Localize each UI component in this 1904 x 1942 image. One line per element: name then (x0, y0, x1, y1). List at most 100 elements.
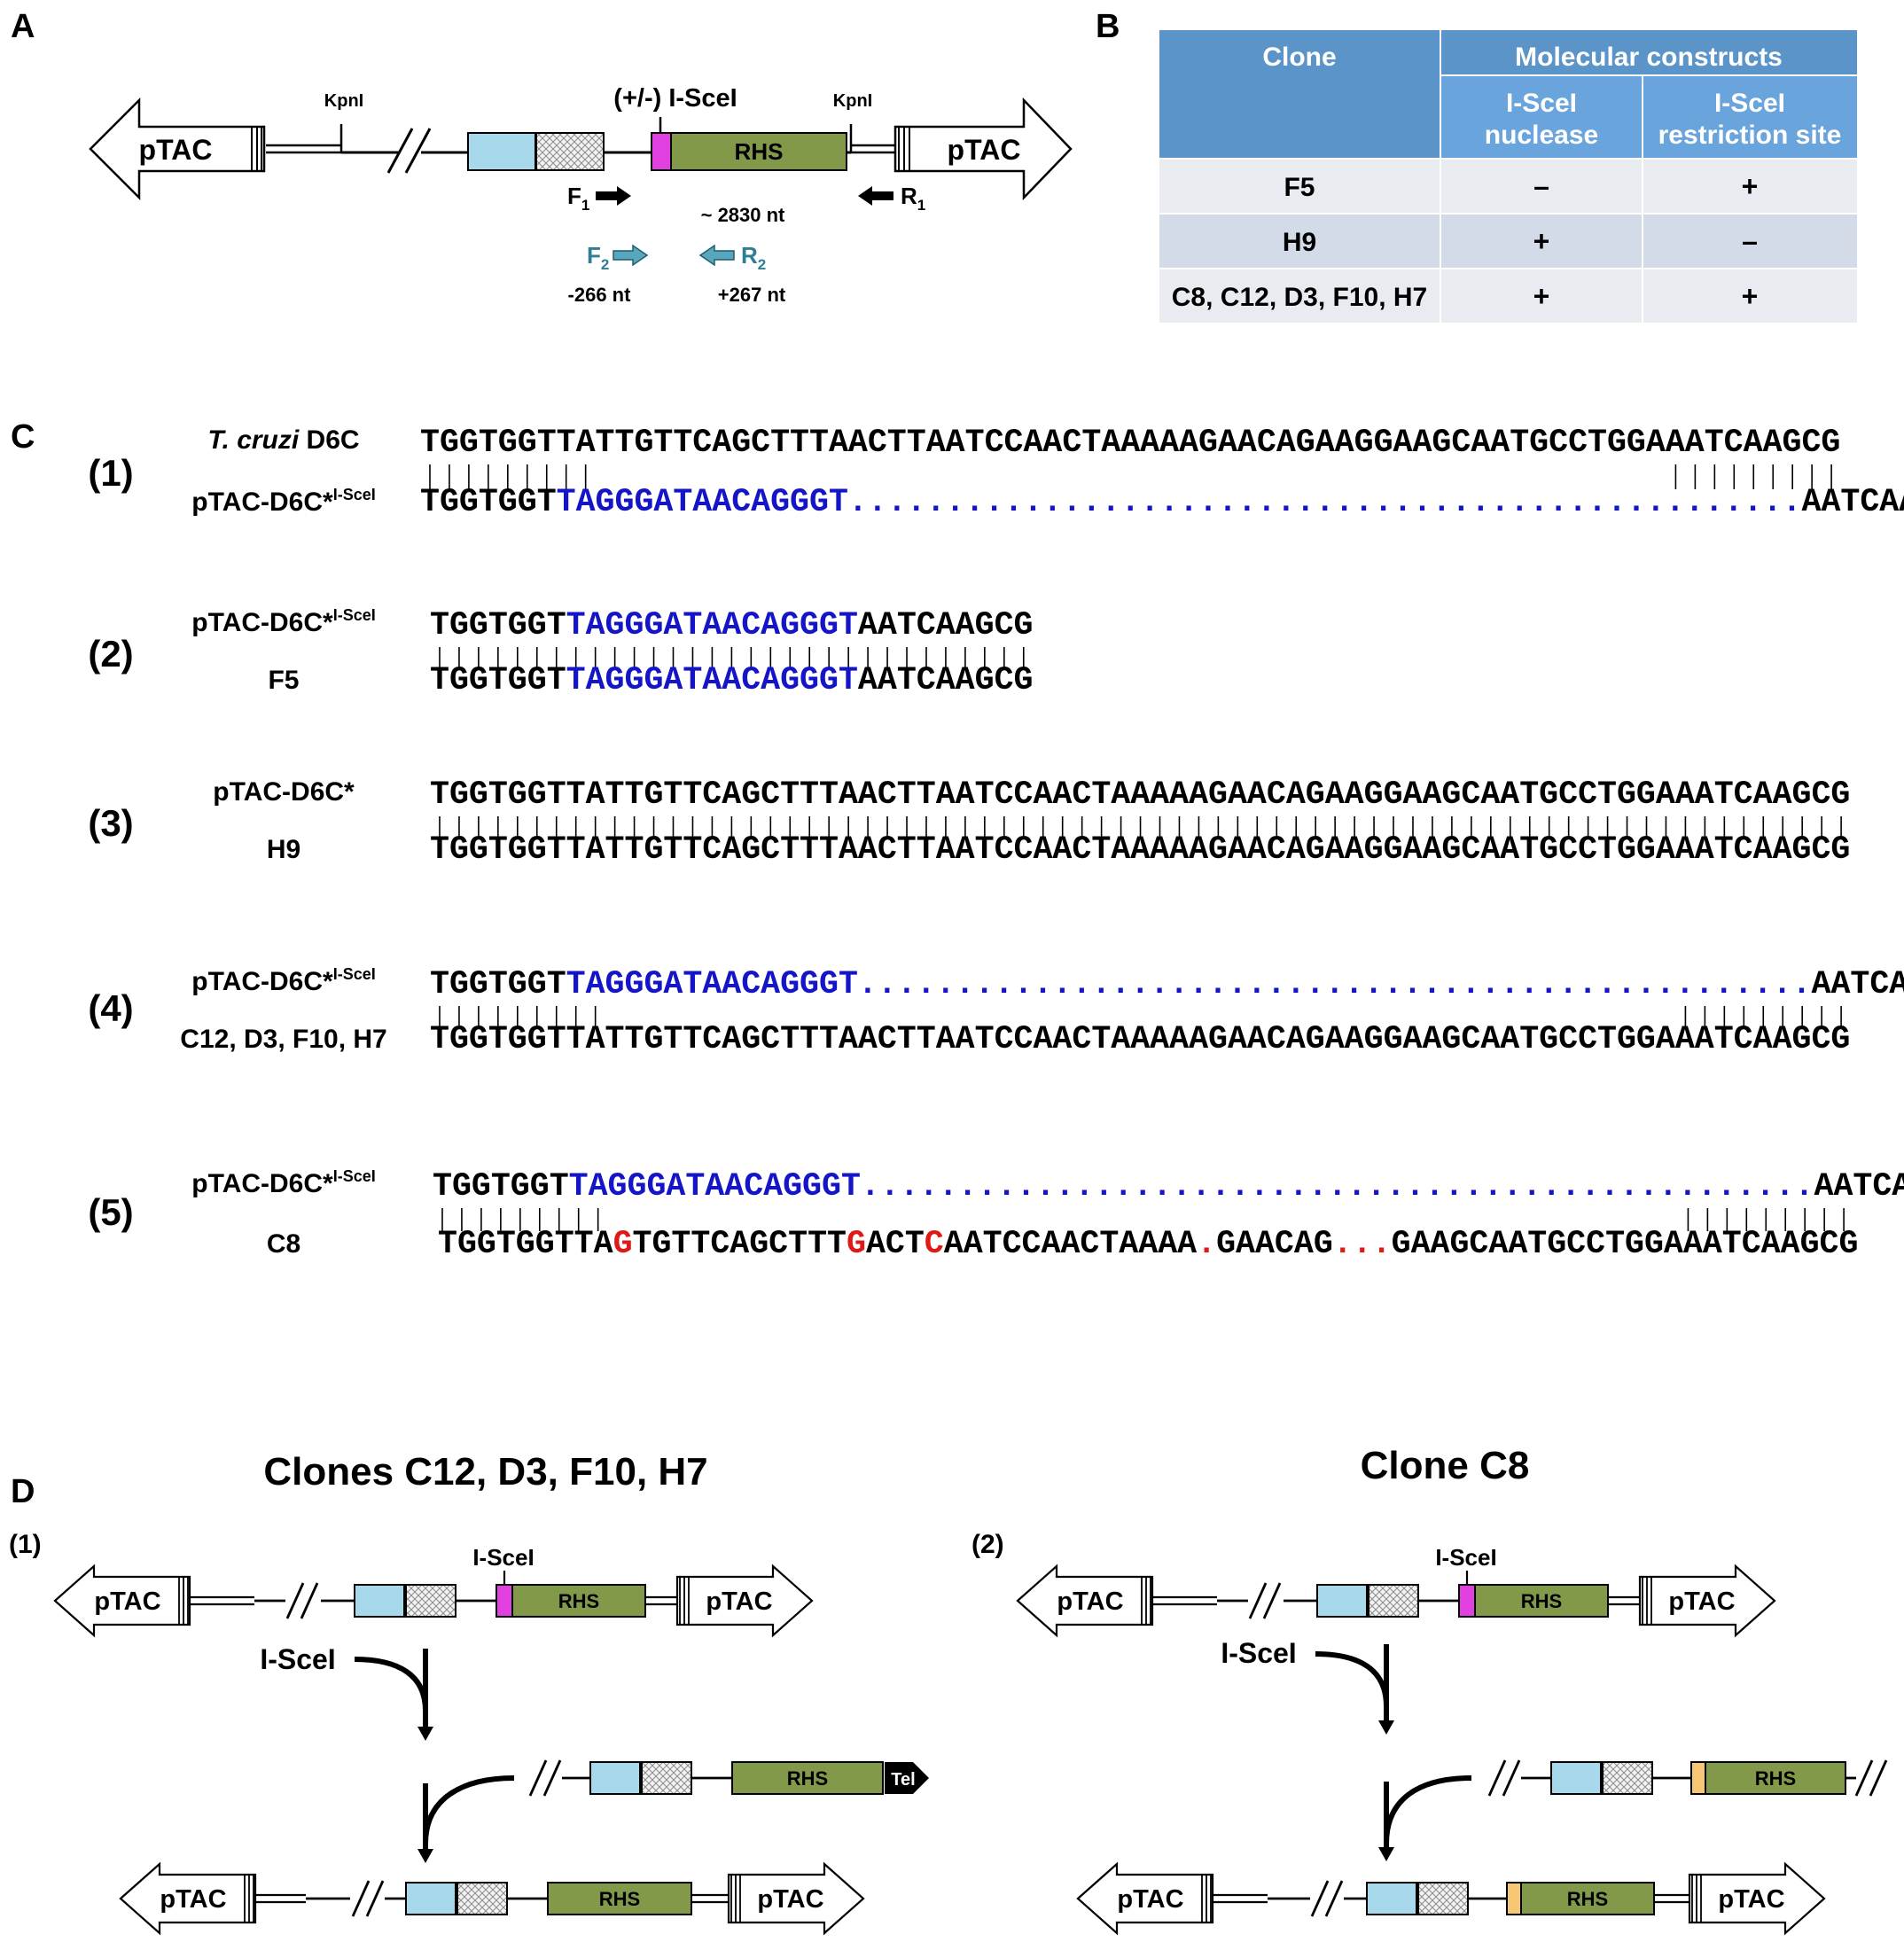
ptac-arrow-right (893, 97, 1073, 201)
blue-box (467, 132, 536, 171)
isce-site-box (496, 1584, 513, 1618)
table-cell-nuclease (1441, 269, 1642, 323)
size-label: ~ 2830 nt (701, 204, 785, 226)
alignment-bottom-label: pTAC-D6C*I-SceI (191, 486, 375, 517)
break-mark (1869, 1759, 1888, 1797)
ptac-arrow: pTAC (1076, 1861, 1214, 1936)
break-mark (1502, 1759, 1521, 1797)
panel-d-left-num: (1) (9, 1530, 42, 1559)
ptac-label: pTAC (1718, 1885, 1784, 1914)
table-header-molecular (1441, 30, 1857, 74)
panel-label-b: B (1096, 8, 1120, 45)
primer-r2-label: R2 (741, 242, 766, 273)
pathway-arrowhead (417, 1727, 433, 1741)
rhs-label: RHS (1567, 1888, 1608, 1910)
sequence-top: TGGTGGTTAGGGATAACAGGGT..................… (433, 1168, 1904, 1205)
panel-label-c: C (11, 418, 35, 456)
ptac-label-left: pTAC (139, 134, 213, 166)
rhs-label: RHS (1755, 1767, 1796, 1790)
alignment-number: (5) (88, 1191, 133, 1233)
kpni-label-right: KpnI (833, 91, 872, 111)
header-clone-text: Clone (1262, 43, 1336, 72)
ptac-label: pTAC (1668, 1587, 1735, 1616)
break-mark (386, 128, 414, 174)
rhs-label: RHS (558, 1590, 599, 1612)
break-mark (1324, 1880, 1344, 1917)
ptac-label: pTAC (706, 1587, 772, 1616)
break-mark (1854, 1759, 1874, 1797)
orange-box (1690, 1761, 1706, 1795)
alignment-bottom-label: H9 (267, 835, 300, 864)
break-mark (351, 1880, 371, 1917)
hatched-box (1417, 1882, 1469, 1915)
table-row-nuclease: + (1533, 225, 1550, 257)
sequence-top: TGGTGGTTAGGGATAACAGGGT..................… (430, 966, 1904, 1002)
table-header-clone (1159, 30, 1440, 158)
table-cell-clone (1159, 160, 1440, 213)
ptac-arrow: pTAC (119, 1861, 257, 1936)
blue-box (1550, 1761, 1602, 1795)
r2-position: +267 nt (718, 284, 786, 306)
primer-f1-label: F1 (567, 183, 589, 214)
alignment-top-label: pTAC-D6C*I-SceI (191, 965, 375, 996)
break-mark (285, 1582, 305, 1619)
panel-d-right-title: Clone C8 (1361, 1444, 1530, 1487)
sequence-bottom: TGGTGGTTAGGGATAACAGGGT..................… (420, 484, 1904, 520)
primer-r1-arrow (858, 186, 893, 206)
table-row-site: + (1742, 170, 1759, 202)
isce-label: (+/-) I-SceI (613, 84, 737, 113)
alignment-number: (2) (88, 633, 133, 675)
enzyme-curve (1315, 1651, 1389, 1707)
hatched-box (535, 132, 605, 171)
ptac-arrow-shape (1076, 1861, 1214, 1936)
ptac-label: pTAC (94, 1587, 160, 1616)
table-cell-site (1643, 269, 1857, 323)
sequence-bottom: TGGTGGTTAGGGATAACAGGGTAATCAAGCG (430, 662, 1033, 698)
ptac-arrow-shape (119, 1861, 257, 1936)
isce-enzyme-label: I-SceI (1221, 1637, 1296, 1669)
hatched-box (1602, 1761, 1653, 1795)
table-cell-clone (1159, 214, 1440, 268)
alignment-number: (4) (88, 987, 133, 1029)
rhs-box (1520, 1882, 1655, 1915)
ptac-label: pTAC (1117, 1885, 1183, 1914)
ptac-arrow-shape (675, 1564, 814, 1638)
rhs-box (1705, 1761, 1846, 1795)
primer-f2-arrow (613, 244, 649, 267)
alignment-bottom-label: C8 (267, 1229, 300, 1259)
donor-curve (1384, 1775, 1472, 1845)
ptac-arrow-shape (1688, 1861, 1826, 1936)
pathway-arrowhead (1378, 1720, 1394, 1735)
ptac-arrow: pTAC (727, 1861, 865, 1936)
kpni-label-left: KpnI (324, 91, 363, 111)
blue-box (354, 1584, 405, 1618)
recombination-panel-d: Clones C12, D3, F10, H7 Clone C8 (1) (2)… (9, 1444, 1888, 1936)
ptac-arrow: pTAC (53, 1564, 191, 1638)
panel-label-d: D (11, 1473, 35, 1510)
orange-box (1506, 1882, 1522, 1915)
sequence-top: TGGTGGTTATTGTTCAGCTTTAACTTAATCCAACTAAAAA… (430, 776, 1850, 813)
alignment-top-label: T. cruzi D6C (207, 425, 359, 455)
ptac-arrow-left (89, 97, 266, 201)
alignment-top-label: pTAC-D6C* (213, 777, 355, 807)
table-subheader-nuclease (1441, 76, 1642, 158)
break-mark (528, 1759, 548, 1797)
table-row-clone: H9 (1283, 228, 1316, 257)
ptac-label-right: pTAC (948, 134, 1021, 166)
table-row-nuclease: – (1533, 170, 1549, 202)
construct-map-panel-a: pTAC KpnI (+/-) I-SceI RHS KpnI pTAC (89, 84, 1073, 306)
primer-f1-arrow (596, 186, 631, 206)
break-mark (1248, 1582, 1268, 1619)
alignment-top-label: pTAC-D6C*I-SceI (191, 606, 375, 637)
ptac-arrow-shape (53, 1564, 191, 1638)
table-cell-nuclease (1441, 214, 1642, 268)
primer-r2-arrow (698, 244, 735, 267)
isce-site-label: I-SceI (1435, 1544, 1496, 1571)
ptac-label: pTAC (160, 1885, 226, 1914)
rhs-box (731, 1761, 884, 1795)
table-row-site: + (1742, 280, 1759, 312)
donor-curve (423, 1775, 515, 1845)
